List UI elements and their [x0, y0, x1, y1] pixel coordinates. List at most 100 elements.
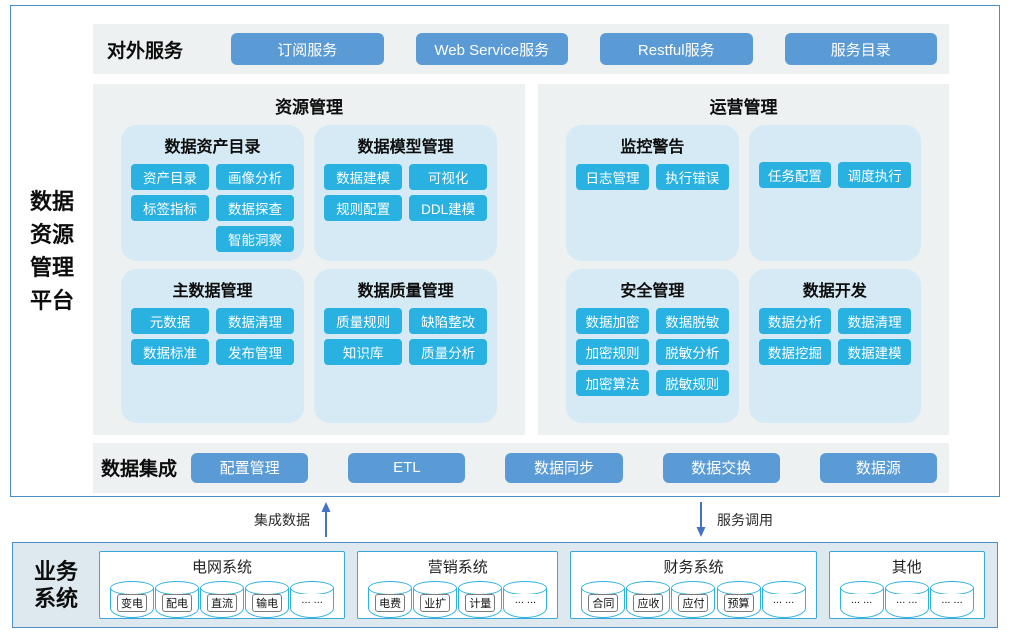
feature-button: 任务配置	[758, 162, 832, 188]
platform-title-line: 资源	[29, 222, 74, 247]
database-label: 配电	[162, 594, 193, 612]
resource-panel-title: 资源管理	[275, 98, 344, 117]
database-label: ... ...	[511, 594, 540, 606]
system-title: 其他	[891, 559, 922, 576]
feature-button: 画像分析	[216, 164, 295, 190]
feature-button: 日志管理	[576, 164, 649, 190]
database-label: 应付	[678, 594, 709, 612]
empty-slot	[131, 226, 209, 252]
service-call-label: 服务调用	[717, 511, 773, 528]
database-icon: 电费	[368, 581, 413, 618]
feature-button: 资产目录	[131, 164, 210, 190]
feature-button-row: 日志管理执行错误	[576, 164, 729, 190]
database-icon: 配电	[155, 581, 200, 618]
feature-button: 知识库	[324, 339, 403, 365]
feature-button: 数据探查	[216, 195, 295, 221]
feature-button: 数据脱敏	[655, 307, 729, 334]
feature-button-row: 元数据数据清理	[131, 308, 295, 334]
platform-title-line: 平台	[29, 288, 74, 313]
feature-button: 质量分析	[409, 339, 488, 365]
integration-button: 数据源	[819, 452, 938, 483]
feature-card: 数据开发数据分析数据清理数据挖掘数据建模	[748, 268, 921, 423]
database-icon: 应付	[671, 581, 716, 618]
up-arrow-icon	[321, 502, 331, 537]
feature-card: 监控警告日志管理执行错误	[566, 125, 739, 261]
service-button: Web Service服务	[415, 33, 569, 65]
database-top	[290, 581, 335, 595]
feature-button: 数据建模	[324, 164, 403, 190]
data-integration-label: 数据集成	[101, 459, 178, 481]
feature-button-row: 加密规则脱敏分析	[576, 338, 729, 365]
database-row: 合同应收应付预算... ...	[579, 579, 807, 618]
database-label: ... ...	[893, 594, 921, 606]
feature-card: 数据质量管理质量规则缺陷整改知识库质量分析	[314, 269, 498, 423]
database-label: ... ...	[769, 594, 798, 606]
operation-panel-title: 运营管理	[709, 98, 778, 117]
service-button: 订阅服务	[231, 33, 384, 65]
database-icon: ... ...	[761, 581, 806, 618]
feature-button-row: 数据标准发布管理	[131, 339, 295, 365]
business-label-line: 系统	[33, 586, 78, 611]
database-top	[413, 581, 458, 595]
database-icon: ... ...	[884, 581, 929, 618]
database-label: ... ...	[847, 594, 876, 606]
database-icon: 输电	[245, 581, 290, 618]
feature-button: 数据标准	[131, 339, 210, 365]
feature-button: 数据挖掘	[758, 338, 832, 365]
feature-card-title	[759, 133, 911, 155]
system-box: 财务系统合同应收应付预算... ...	[570, 551, 817, 619]
feature-button-row: 智能洞察	[131, 226, 295, 252]
feature-button: 元数据	[131, 308, 210, 334]
feature-button: 数据加密	[576, 307, 649, 334]
feature-card-title: 安全管理	[620, 282, 685, 300]
database-icon: ... ...	[930, 581, 975, 618]
platform-title-line: 管理	[29, 255, 74, 280]
database-top	[930, 581, 975, 595]
service-button: Restful服务	[600, 33, 753, 65]
feature-button: 数据分析	[758, 307, 832, 334]
feature-button: 加密规则	[576, 338, 649, 365]
feature-card: 主数据管理元数据数据清理数据标准发布管理	[121, 269, 305, 423]
feature-card: 任务配置调度执行	[748, 125, 921, 261]
feature-button: 质量规则	[324, 308, 403, 334]
database-top	[110, 581, 154, 595]
feature-button-row: 数据加密数据脱敏	[576, 307, 729, 334]
feature-button: 发布管理	[216, 339, 295, 365]
data-flow-arrows: 集成数据 服务调用	[0, 497, 1010, 542]
feature-button-row: 标签指标数据探查	[131, 195, 295, 221]
database-icon: 合同	[581, 581, 626, 618]
database-top	[716, 581, 761, 595]
feature-button: 数据清理	[838, 307, 911, 334]
feature-button-row: 数据建模可视化	[324, 164, 488, 190]
integration-data-label: 集成数据	[254, 511, 310, 528]
database-row: ... ... ... ... ... ...	[838, 579, 976, 618]
service-button: 服务目录	[784, 33, 938, 65]
feature-card-title: 数据模型管理	[357, 139, 454, 156]
database-top	[245, 581, 290, 595]
database-icon: ... ...	[290, 581, 335, 618]
feature-card: 安全管理数据加密数据脱敏加密规则脱敏分析加密算法脱敏规则	[566, 268, 739, 423]
database-top	[368, 581, 413, 595]
resource-cards: 数据资产目录资产目录画像分析标签指标数据探查智能洞察数据模型管理数据建模可视化规…	[121, 125, 498, 423]
business-systems-label: 业务系统	[13, 558, 99, 613]
service-call-flow: 服务调用	[694, 501, 773, 538]
system-title: 电网系统	[192, 559, 253, 576]
feature-button: 数据建模	[838, 338, 911, 365]
feature-button: 智能洞察	[216, 226, 295, 252]
feature-button: 缺陷整改	[409, 308, 488, 334]
feature-card-title: 主数据管理	[172, 283, 253, 300]
feature-button: 执行错误	[655, 164, 729, 190]
system-box: 营销系统电费业扩计量... ...	[357, 551, 559, 619]
database-label: 变电	[117, 594, 147, 612]
system-title: 营销系统	[427, 559, 488, 576]
database-icon: 业扩	[413, 581, 458, 618]
database-row: 电费业扩计量... ...	[366, 579, 549, 618]
system-title: 财务系统	[663, 559, 724, 576]
